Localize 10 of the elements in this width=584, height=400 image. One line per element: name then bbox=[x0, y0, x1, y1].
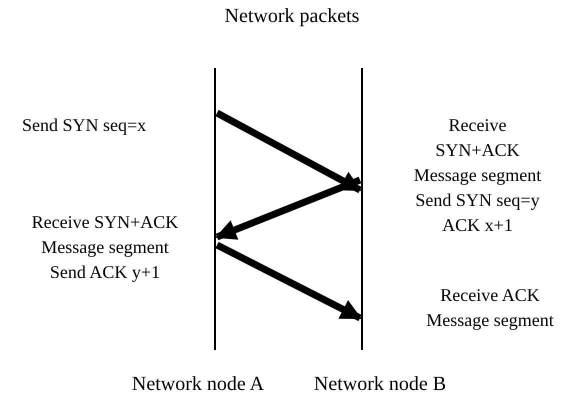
arrow bbox=[215, 242, 362, 322]
lifeline-label: Network node B bbox=[312, 373, 448, 396]
arrow bbox=[215, 110, 362, 194]
arrow bbox=[215, 176, 362, 240]
event-label: Receive SYN+ACK Message segment Send ACK y+1 bbox=[30, 211, 180, 284]
diagram-title: Network packets bbox=[224, 4, 360, 29]
event-label: Receive SYN+ACK Message segment Send SYN seq=y ACK x+1 bbox=[412, 114, 542, 237]
event-label: Send SYN seq=x bbox=[22, 114, 148, 137]
event-label: Receive ACK Message segment bbox=[425, 284, 555, 332]
lifeline-label: Network node A bbox=[130, 373, 266, 396]
